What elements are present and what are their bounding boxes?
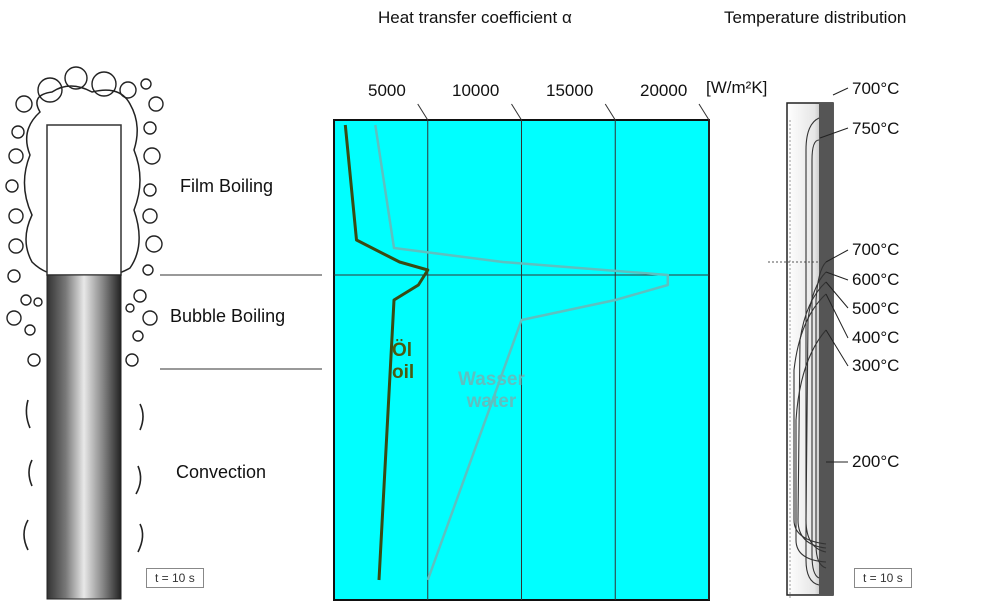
temp-label-7: 200°C (852, 452, 900, 471)
time-label-right: t = 10 s (854, 568, 912, 588)
tick-mark-5000 (417, 103, 429, 121)
vapor-film (23, 85, 141, 278)
phase-convection: Convection (176, 462, 267, 482)
temp-label-5: 400°C (852, 328, 900, 347)
time-label-left: t = 10 s (146, 568, 204, 588)
series-label-oil-line1: Öl (392, 340, 413, 361)
rod-hot-section (46, 124, 122, 276)
temp-label-3: 600°C (852, 270, 900, 289)
temperature-header: Temperature distribution (724, 8, 907, 27)
phase-bubble-boiling: Bubble Boiling (170, 306, 286, 326)
x-axis-unit: [W/m²K] (706, 78, 768, 97)
series-label-oil: Öl oil (392, 340, 414, 384)
x-tick-10000: 10000 (452, 81, 500, 100)
x-tick-15000: 15000 (546, 81, 594, 100)
series-line-water (374, 124, 670, 581)
temp-label-2: 700°C (852, 240, 900, 259)
series-label-water: Wasser water (458, 369, 525, 413)
temp-label-4: 500°C (852, 299, 900, 318)
temp-label-6: 300°C (852, 356, 900, 375)
htc-header: Heat transfer coefficient α (378, 8, 572, 27)
temp-label-0: 700°C (852, 79, 900, 98)
phase-film-boiling: Film Boiling (180, 176, 274, 196)
x-tick-20000: 20000 (640, 81, 688, 100)
isotherms (793, 117, 827, 586)
tick-mark-10000 (511, 103, 522, 121)
series-line-oil (343, 124, 430, 581)
temp-label-1: 750°C (852, 119, 900, 138)
convection-streaks (23, 399, 144, 553)
bubbles (5, 66, 164, 367)
tick-mark-20000 (698, 103, 710, 121)
series-label-oil-line2: oil (392, 362, 415, 383)
temperature-leaders (819, 87, 849, 463)
rod-cooled-section (46, 274, 122, 600)
series-label-water-line2: water (466, 391, 517, 412)
tick-mark-15000 (604, 103, 616, 121)
chart-layer (334, 103, 710, 600)
x-tick-5000: 5000 (368, 81, 406, 100)
series-label-water-line1: Wasser (458, 369, 525, 390)
